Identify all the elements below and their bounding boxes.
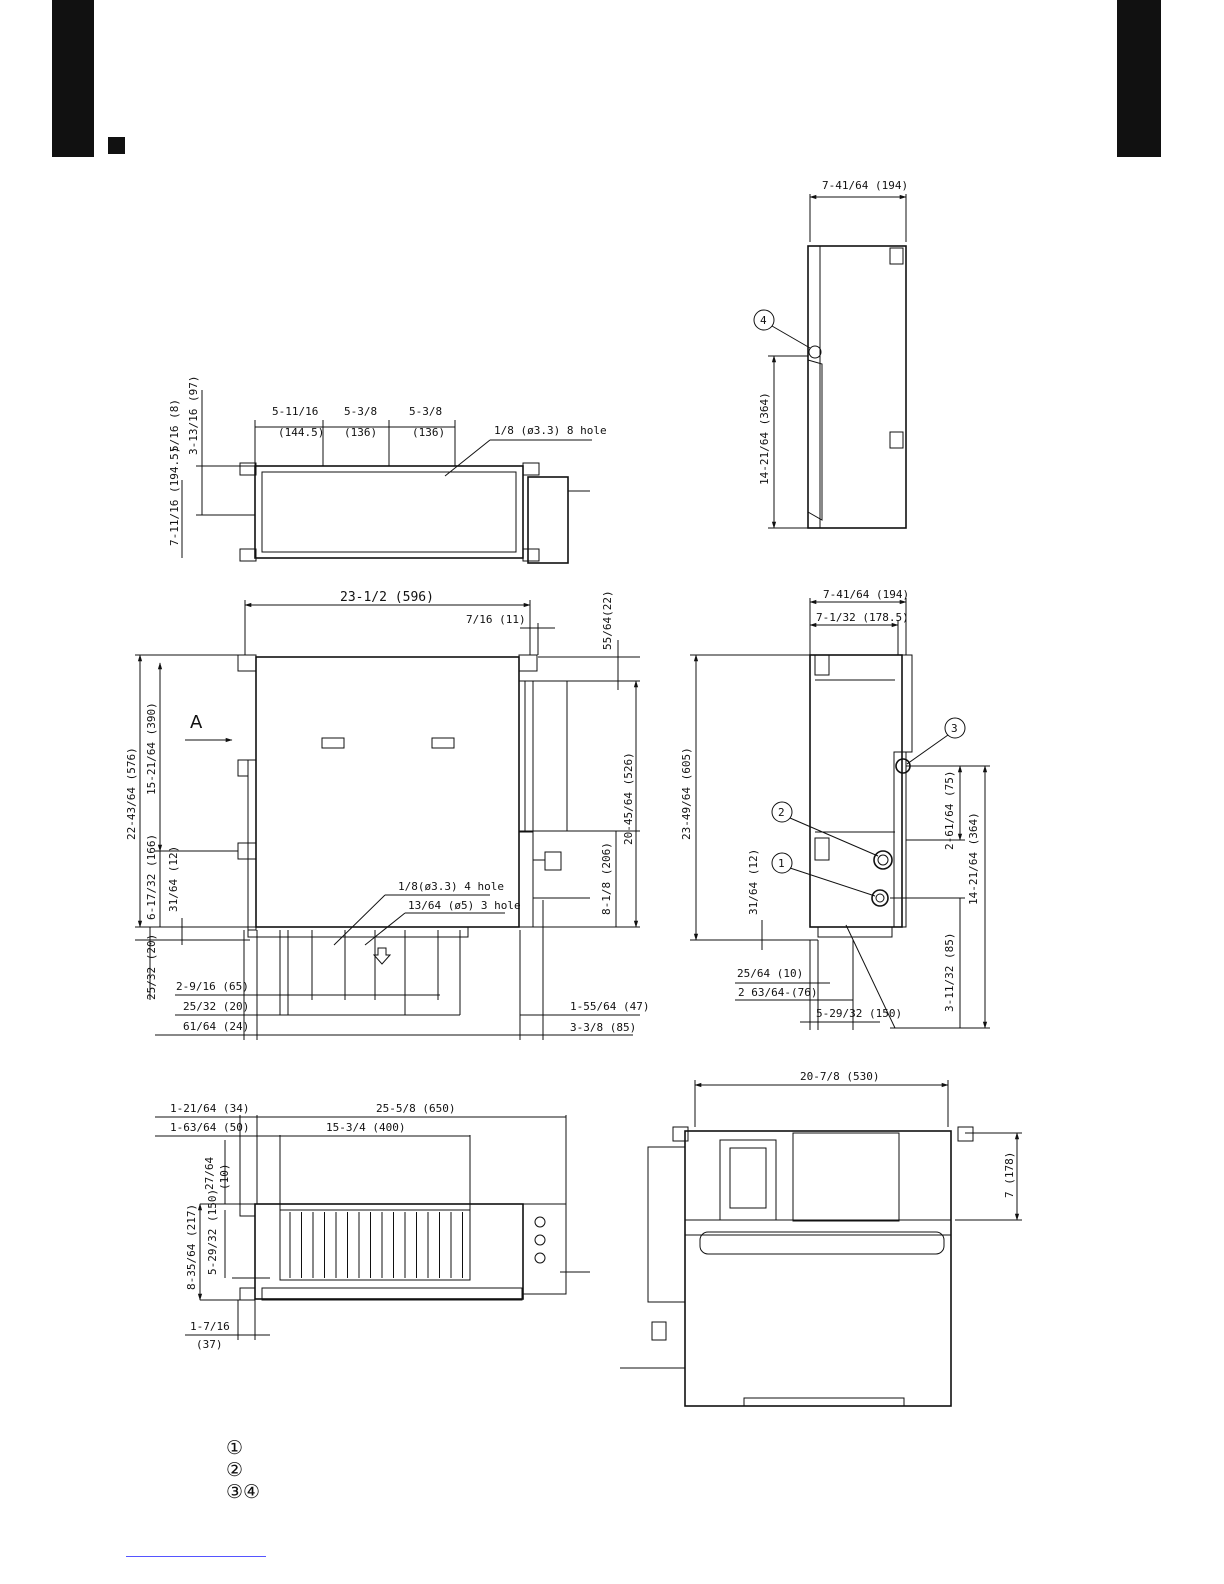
- rear-dim-1: 20-7/8 (530): [800, 1070, 879, 1083]
- bottom-dim-7: 8-35/64 (217): [185, 1204, 198, 1290]
- side-mid-marker-1: 1: [778, 857, 785, 870]
- front-dim-13: 61/64 (24): [183, 1020, 249, 1033]
- rear-view: 20-7/8 (530) 7 (178): [620, 1070, 1022, 1407]
- front-arrow-label: A: [190, 712, 203, 733]
- front-dim-2: 7/16 (11): [466, 613, 526, 626]
- top-view: 5-11/16 (144.5) 5-3/8 (136) 5-3/8 (136) …: [168, 376, 607, 564]
- front-dim-6: 6-17/32 (166): [145, 834, 158, 920]
- top-hole-note: 1/8 (ø3.3) 8 hole: [494, 424, 607, 437]
- front-dim-9: 20-45/64 (526): [622, 752, 635, 845]
- bottom-rule: [126, 1556, 266, 1557]
- section-square-bullet: [108, 137, 125, 154]
- top-dim-9: 7-11/16 (194.5): [168, 447, 181, 546]
- top-dim-8: 3-13/16 (97): [187, 376, 200, 455]
- side-top-marker-4: 4: [760, 314, 767, 327]
- side-mid-dim-8: 25/64 (10): [737, 967, 803, 980]
- top-dim-7: 5/16 (8): [168, 399, 181, 452]
- bottom-dim-5: 27/64: [203, 1157, 216, 1190]
- bottom-view: 1-21/64 (34) 25-5/8 (650) 1-63/64 (50) 1…: [155, 1102, 590, 1351]
- front-dim-8: 25/32 (20): [145, 934, 158, 1000]
- left-black-tab: [52, 0, 94, 157]
- side-mid-marker-2: 2: [778, 806, 785, 819]
- side-mid-marker-3: 3: [951, 722, 958, 735]
- top-dim-3: 5-3/8: [344, 405, 377, 418]
- bottom-dim-8: 5-29/32 (150): [206, 1189, 219, 1275]
- side-mid-dim-2: 7-1/32 (178.5): [816, 611, 909, 624]
- bottom-dim-4: 15-3/4 (400): [326, 1121, 405, 1134]
- front-dim-15: 3-3/8 (85): [570, 1021, 636, 1034]
- side-mid-dim-6: 14-21/64 (364): [967, 812, 980, 905]
- front-dim-14: 1-55/64 (47): [570, 1000, 649, 1013]
- front-dim-7: 31/64 (12): [167, 846, 180, 912]
- bottom-dim-9: 1-7/16: [190, 1320, 230, 1333]
- side-top-dim-2: 14-21/64 (364): [758, 392, 771, 485]
- legend-item-3-4: ③④: [226, 1481, 261, 1503]
- top-dim-2: (144.5): [278, 426, 324, 439]
- side-mid-dim-9: 2 63/64-(76): [738, 986, 817, 999]
- side-mid-dim-3: 23-49/64 (605): [680, 747, 693, 840]
- right-black-tab: [1117, 0, 1161, 157]
- side-mid-dim-4: 31/64 (12): [747, 849, 760, 915]
- front-view: A 23-1/2 (596) 7/16 (11) 55/64(22) 22-43…: [125, 590, 649, 1040]
- front-dim-11: 2-9/16 (65): [176, 980, 249, 993]
- front-dim-3: 55/64(22): [601, 590, 614, 650]
- side-view-middle: 7-41/64 (194) 7-1/32 (178.5) 23-49/64 (6…: [680, 588, 990, 1030]
- top-dim-6: (136): [412, 426, 445, 439]
- side-top-dim-1: 7-41/64 (194): [822, 179, 908, 192]
- front-dim-12: 25/32 (20): [183, 1000, 249, 1013]
- side-mid-dim-1: 7-41/64 (194): [823, 588, 909, 601]
- bottom-dim-6: (10): [218, 1164, 231, 1191]
- bottom-dim-1: 1-21/64 (34): [170, 1102, 249, 1115]
- side-view-top: 7-41/64 (194) 14-21/64 (364) 4: [753, 179, 908, 529]
- coil-fins: [289, 1212, 463, 1278]
- rear-dim-2: 7 (178): [1003, 1152, 1016, 1198]
- side-mid-dim-7: 3-11/32 (85): [943, 933, 956, 1012]
- front-dim-4: 22-43/64 (576): [125, 747, 138, 840]
- legend-item-1: ①: [226, 1437, 244, 1459]
- top-dim-5: 5-3/8: [409, 405, 442, 418]
- front-hole-note-1: 1/8(ø3.3) 4 hole: [398, 880, 504, 893]
- legend: ① ② ③④: [226, 1437, 260, 1503]
- legend-item-2: ②: [226, 1459, 244, 1481]
- side-mid-dim-5: 2-61/64 (75): [943, 771, 956, 850]
- top-dim-4: (136): [344, 426, 377, 439]
- bottom-dim-3: 1-63/64 (50): [170, 1121, 249, 1134]
- top-dim-1: 5-11/16: [272, 405, 318, 418]
- front-hole-note-2: 13/64 (ø5) 3 hole: [408, 899, 521, 912]
- bottom-dim-10: (37): [196, 1338, 223, 1351]
- front-dim-1: 23-1/2 (596): [340, 590, 434, 605]
- front-dim-10: 8-1/8 (206): [600, 842, 613, 915]
- front-dim-5: 15-21/64 (390): [145, 702, 158, 795]
- bottom-dim-2: 25-5/8 (650): [376, 1102, 455, 1115]
- side-mid-dim-10: 5-29/32 (150): [816, 1007, 902, 1020]
